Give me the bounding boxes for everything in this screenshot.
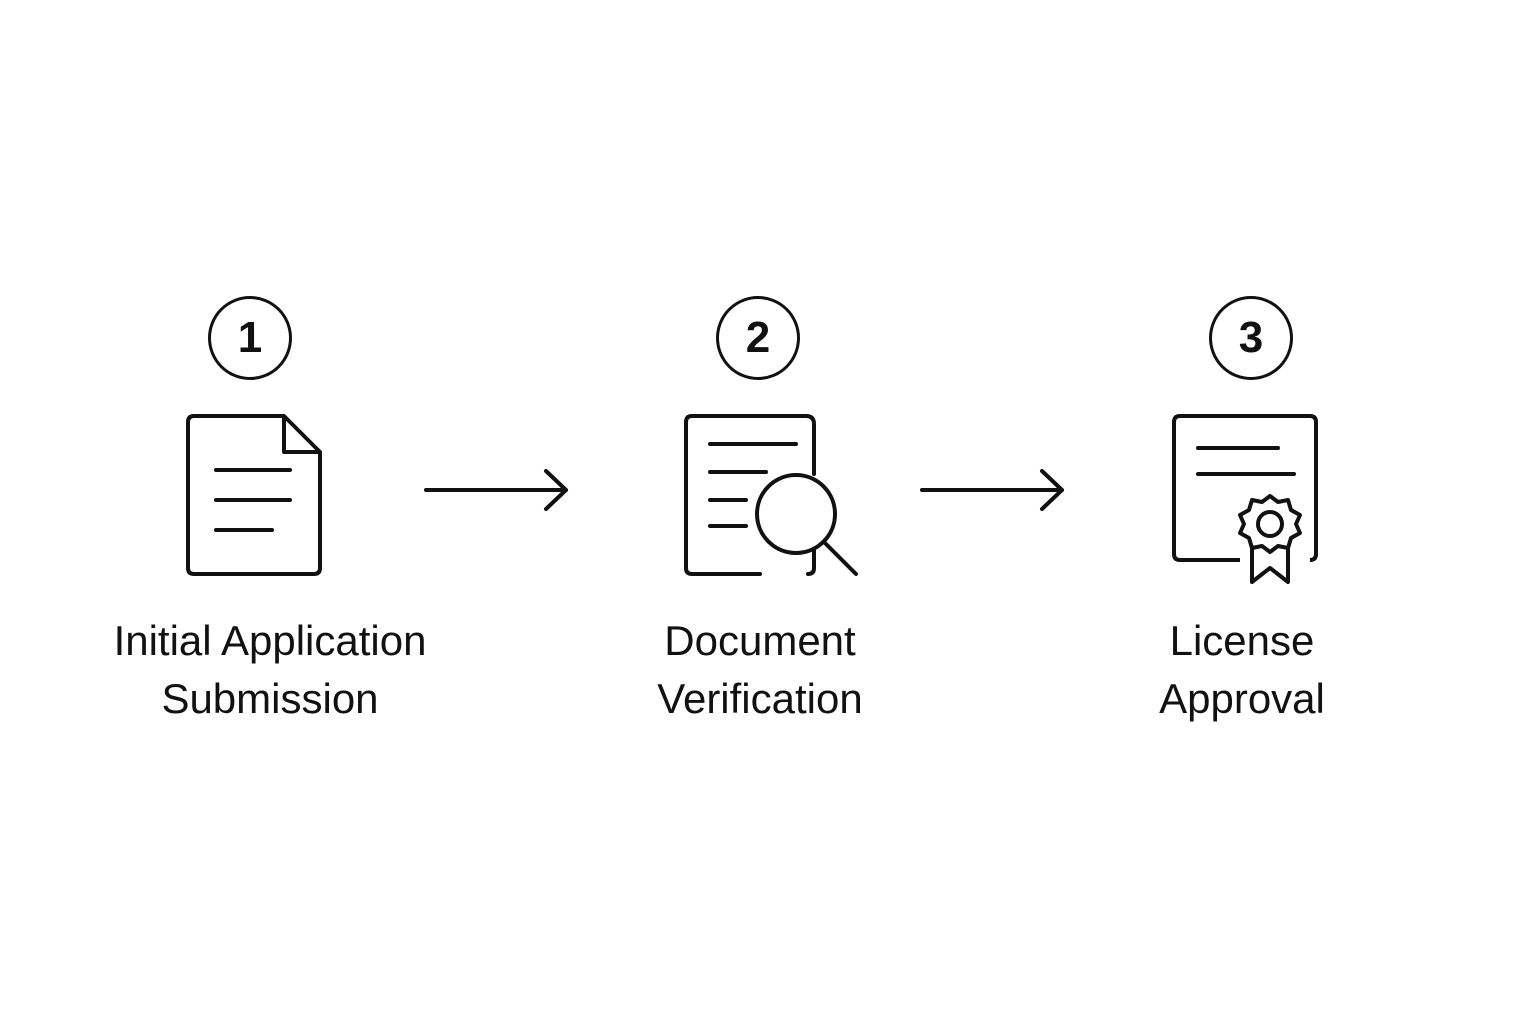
step-initial-application: 1 Initial Application Submission [50,0,450,1024]
step-label: Initial Application Submission [70,612,470,728]
document-icon [186,414,322,576]
arrow-right-icon [920,469,1064,511]
step-label: License Approval [1042,612,1442,728]
document-search-icon [684,414,858,576]
step-label: Document Verification [560,612,960,728]
step-label-line1: License [1169,617,1315,664]
step-number-badge: 1 [208,296,292,380]
step-label-line2: Verification [657,675,863,722]
step-label-line1: Initial Application [113,617,427,664]
step-number-badge: 2 [716,296,800,380]
step-label-line1: Document [664,617,856,664]
arrow-right-icon [424,469,568,511]
step-document-verification: 2 Document Verification [558,0,958,1024]
certificate-icon [1172,414,1318,584]
step-label-line2: Submission [161,675,379,722]
step-license-approval: 3 License Approval [1044,0,1444,1024]
step-number-badge: 3 [1209,296,1293,380]
step-label-line2: Approval [1159,675,1325,722]
